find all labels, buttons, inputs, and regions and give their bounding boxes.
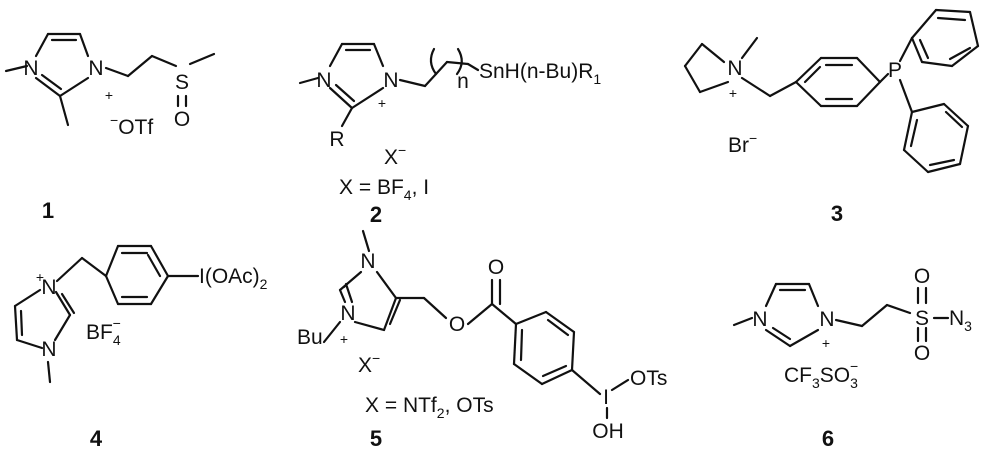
compound-5-counterion-note-suffix: , OTs (445, 394, 494, 417)
compound-5-anion: X− (358, 350, 380, 377)
compound-2-nitrogen-label: N (316, 69, 331, 92)
compound-6-anion-text: CF (784, 364, 812, 387)
compound-2-tin-group-text: SnH(n-Bu)R (479, 60, 593, 83)
compound-5-carbonyl-oxygen-label: O (488, 256, 504, 279)
compound-3: N + P Br− 3 (683, 8, 980, 226)
compound-5-nitrogen-label: N (340, 302, 355, 325)
compound-2-tin-group-subscript: 1 (593, 71, 601, 87)
compound-3-phosphorus-label: P (888, 59, 902, 82)
compound-1-nitrogen-label: N (23, 57, 38, 80)
compound-4-nitrogen-label: N (41, 276, 56, 299)
compound-2-anion: X− (384, 142, 406, 169)
compound-5-anion-text: X (358, 354, 372, 377)
compound-1-oxygen-label: O (174, 108, 190, 131)
compound-3-anion-sign: − (749, 130, 757, 146)
compound-4-iodine-group-subscript: 2 (260, 276, 268, 292)
compound-1-number: 1 (42, 198, 54, 223)
compound-5-iodine-label: I (603, 386, 609, 409)
compound-5-anion-sign: − (372, 350, 380, 366)
compound-5-charge: + (340, 331, 348, 347)
compound-4-anion-text: BF (86, 321, 113, 344)
compound-4-nitrogen-label: N (41, 338, 56, 361)
compound-2-tin-group: SnH(n-Bu)R1 (479, 60, 601, 87)
compound-1: N N + S O −OTf 1 (4, 32, 216, 223)
compound-4-anion-subscript: 4 (113, 332, 121, 348)
compound-2-anion-text: X (384, 146, 398, 169)
compound-1-charge: + (105, 87, 113, 103)
compound-2-counterion-note-text: X = BF (339, 176, 404, 199)
compound-2-counterion-note-suffix: , I (412, 176, 430, 199)
compound-5: N N + Bu O O I OTs OH X− X = NTf2, OTs 5 (297, 229, 667, 451)
compound-6-anion-sign: − (850, 358, 858, 374)
compound-5-ots-label: OTs (630, 367, 667, 390)
compound-2-counterion-note-subscript: 4 (404, 187, 412, 203)
compound-6-oxygen-label: O (914, 342, 930, 365)
compound-4-bonds (13, 244, 200, 384)
compound-5-counterion-note-subscript: 2 (437, 405, 445, 421)
compound-6-azide-text: N (949, 307, 964, 330)
compound-4: N + N I(OAc)2 BF4− 4 (13, 244, 268, 451)
compound-2-charge: + (378, 95, 386, 111)
compound-2-repeat-index: n (457, 70, 469, 93)
compound-2-number: 2 (370, 202, 382, 227)
compound-2-anion-sign: − (398, 142, 406, 158)
compound-3-anion-text: Br (728, 134, 749, 157)
compound-6: N N + S O O N3 CF3SO3− 6 (732, 265, 972, 451)
compound-6-anion: CF3SO3− (784, 358, 858, 391)
compound-5-butyl-label: Bu (297, 326, 323, 349)
compound-6-charge: + (822, 335, 830, 351)
compound-4-charge: + (36, 269, 44, 285)
compound-2-counterion-note: X = BF4, I (339, 176, 429, 203)
compound-5-ester-oxygen-label: O (449, 313, 465, 336)
compound-6-bonds (732, 282, 950, 348)
compound-3-nitrogen-label: N (727, 57, 742, 80)
compound-5-counterion-note: X = NTf2, OTs (365, 394, 494, 421)
compound-2-r-label: R (329, 128, 344, 151)
compound-6-anion-subscript: 3 (850, 375, 858, 391)
compound-6-azide-group: N3 (949, 307, 972, 334)
compound-6-sulfur-label: S (915, 307, 929, 330)
compound-1-anion-sign: − (110, 112, 118, 128)
compound-6-nitrogen-label: N (752, 308, 767, 331)
compound-1-sulfur-label: S (175, 71, 189, 94)
compound-2: N N + R n SnH(n-Bu)R1 X− X = BF4, I 2 (298, 42, 601, 227)
compound-5-bonds (322, 229, 630, 420)
compound-5-number: 5 (370, 426, 382, 451)
compound-6-number: 6 (822, 426, 834, 451)
compound-5-oh-label: OH (592, 420, 624, 443)
compound-4-iodine-group-text: I(OAc) (199, 265, 260, 288)
compound-4-anion-sign: − (113, 315, 121, 331)
compound-4-iodine-group: I(OAc)2 (199, 265, 268, 292)
compound-2-nitrogen-label: N (383, 69, 398, 92)
compound-5-counterion-note-text: X = NTf (365, 394, 437, 417)
compound-6-azide-subscript: 3 (964, 318, 972, 334)
compound-4-number: 4 (90, 426, 103, 451)
compound-1-bonds (4, 32, 216, 127)
compound-3-number: 3 (831, 201, 843, 226)
compound-4-anion: BF4− (86, 315, 121, 348)
compound-1-anion-text: OTf (118, 116, 153, 139)
compound-3-bonds (683, 8, 980, 174)
compound-1-nitrogen-label: N (88, 57, 103, 80)
compound-3-anion: Br− (728, 130, 757, 157)
compound-6-nitrogen-label: N (819, 308, 834, 331)
compound-5-nitrogen-label: N (360, 250, 375, 273)
compound-6-oxygen-label: O (914, 265, 930, 288)
compound-3-charge: + (729, 85, 737, 101)
compound-1-anion: −OTf (110, 112, 153, 139)
compound-2-bonds (298, 42, 480, 128)
compound-6-anion-text: SO (820, 364, 850, 387)
compound-6-anion-subscript: 3 (812, 375, 820, 391)
